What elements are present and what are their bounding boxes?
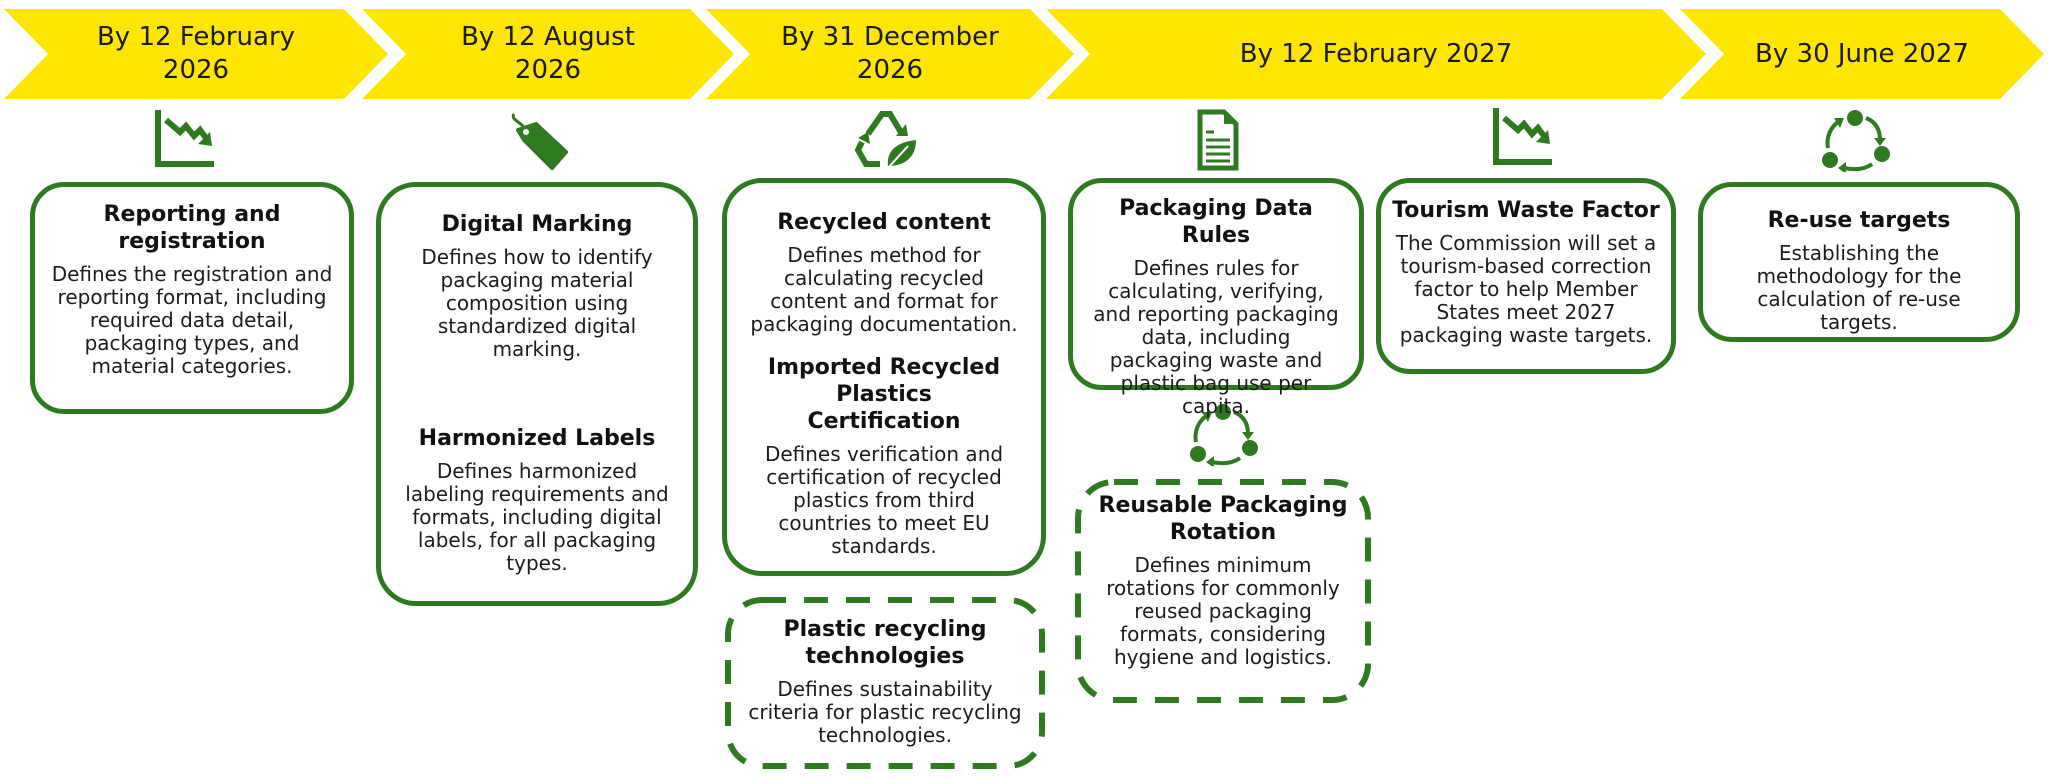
card-packaging-data-rules: Packaging Data Rules Defines rules for c… bbox=[1068, 178, 1364, 418]
cycle-icon bbox=[1188, 402, 1258, 468]
milestone-label: By 12 August 2026 bbox=[461, 22, 635, 85]
recycle-leaf-icon bbox=[850, 106, 920, 170]
card-digital-marking: Digital Marking Defines how to identify … bbox=[376, 182, 698, 606]
milestone-dec-2026: By 31 December 2026 bbox=[706, 9, 1074, 99]
card-description: Defines the registration and reporting f… bbox=[51, 262, 333, 378]
card-title: Tourism Waste Factor bbox=[1392, 198, 1660, 223]
milestone-jun-2027: By 30 June 2027 bbox=[1680, 9, 2044, 99]
milestone-label: By 12 February 2026 bbox=[96, 22, 296, 85]
chevron-shape bbox=[1046, 9, 1706, 99]
chevron-shape bbox=[706, 9, 1074, 99]
card-title: Digital Marking bbox=[441, 212, 633, 237]
milestone-feb-2027: By 12 February 2027 bbox=[1046, 9, 1706, 99]
chevron-shape bbox=[4, 9, 388, 99]
card-description: Defines verification and certification o… bbox=[764, 442, 1004, 558]
card-description: Defines sustainability criteria for plas… bbox=[748, 677, 1022, 747]
card-title: Recycled content bbox=[777, 210, 991, 235]
card-description: The Commission will set a tourism-based … bbox=[1395, 231, 1657, 347]
declining-chart-icon bbox=[150, 106, 220, 170]
card-title: Reusable Packaging Rotation bbox=[1098, 493, 1348, 545]
card-description: Defines method for calculating recycled … bbox=[750, 243, 1018, 336]
card-reporting-registration: Reporting and registration Defines the r… bbox=[30, 182, 354, 414]
card-plastic-recycling-technologies: Plastic recycling technologies Defines s… bbox=[724, 596, 1046, 770]
card-description: Establishing the methodology for the cal… bbox=[1756, 241, 1962, 334]
card-description: Defines rules for calculating, verifying… bbox=[1093, 256, 1339, 418]
dashed-border bbox=[725, 597, 1045, 769]
dashed-border bbox=[1075, 479, 1371, 703]
cycle-icon bbox=[1820, 108, 1890, 174]
card-title: Re-use targets bbox=[1767, 208, 1951, 233]
milestone-aug-2026: By 12 August 2026 bbox=[362, 9, 734, 99]
milestone-feb-2026: By 12 February 2026 bbox=[4, 9, 388, 99]
milestone-label: By 12 February 2027 bbox=[1239, 38, 1513, 69]
card-description: Defines minimum rotations for commonly r… bbox=[1106, 553, 1340, 669]
card-title: Imported Recycled Plastics Certification bbox=[767, 355, 1001, 434]
card-title: Reporting and registration bbox=[103, 202, 281, 254]
card-tourism-waste-factor: Tourism Waste Factor The Commission will… bbox=[1376, 178, 1676, 374]
card-description: Defines how to identify packaging materi… bbox=[421, 245, 653, 361]
card-description: Defines harmonized labeling requirements… bbox=[405, 459, 669, 575]
card-title: Packaging Data Rules bbox=[1119, 196, 1313, 248]
card-recycled-content: Recycled content Defines method for calc… bbox=[722, 178, 1046, 576]
card-reusable-packaging-rotation: Reusable Packaging Rotation Defines mini… bbox=[1074, 478, 1372, 704]
price-tag-icon bbox=[500, 108, 570, 172]
declining-chart-icon bbox=[1488, 104, 1558, 168]
document-icon bbox=[1180, 108, 1250, 172]
card-reuse-targets: Re-use targets Establishing the methodol… bbox=[1698, 182, 2020, 342]
milestone-label: By 30 June 2027 bbox=[1755, 38, 1969, 69]
card-title: Plastic recycling technologies bbox=[783, 617, 987, 669]
chevron-shape bbox=[1680, 9, 2044, 99]
card-title: Harmonized Labels bbox=[418, 426, 656, 451]
chevron-shape bbox=[362, 9, 734, 99]
milestone-label: By 31 December 2026 bbox=[781, 22, 999, 85]
